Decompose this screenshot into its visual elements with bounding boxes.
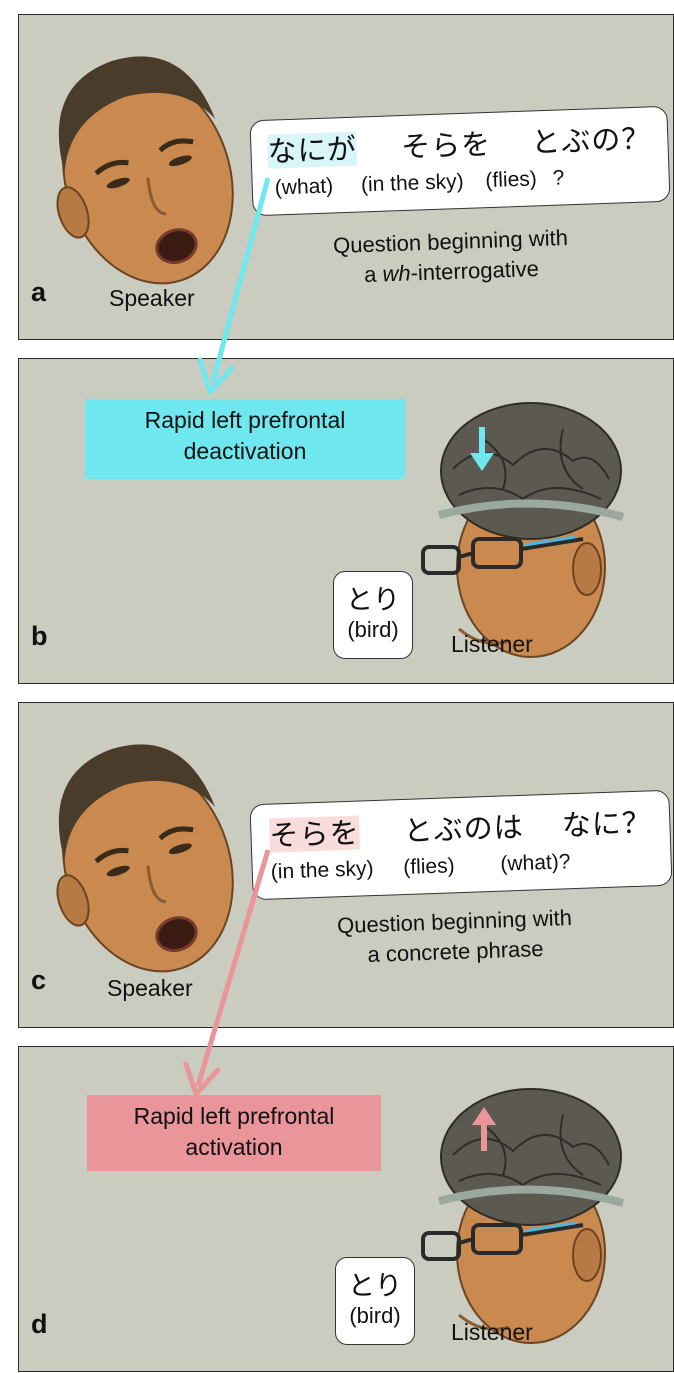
panel-label: a xyxy=(31,277,46,308)
question-english: (what) (in the sky) (flies) ? xyxy=(274,166,564,200)
gloss: (in the sky) xyxy=(270,857,373,884)
question-english: (in the sky) (flies) (what)? xyxy=(270,850,570,884)
gloss: ? xyxy=(552,166,564,189)
panel-a: a Speaker なにが そらを とぶの？ (what) (in the sk… xyxy=(18,14,674,340)
question-caption: Question beginning with a wh-interrogati… xyxy=(280,221,622,293)
speaker-head-icon xyxy=(27,717,257,987)
effect-line: Rapid left prefrontal xyxy=(87,1101,381,1132)
panel-b: Rapid left prefrontal deactivation とり (b… xyxy=(18,358,674,684)
panel-label: b xyxy=(31,621,48,652)
listener-head-icon xyxy=(413,399,643,669)
gloss: (flies) xyxy=(485,167,537,192)
gloss: (flies) xyxy=(403,854,455,879)
speaker-head-icon xyxy=(27,29,257,299)
question-bubble: なにが そらを とぶの？ (what) (in the sky) (flies)… xyxy=(249,106,670,217)
activation-box: Rapid left prefrontal activation xyxy=(87,1095,381,1171)
down-arrow-icon xyxy=(467,425,497,475)
listener-label: Listener xyxy=(451,631,533,658)
question-japanese: なにが そらを とぶの？ xyxy=(267,115,652,170)
panel-d: Rapid left prefrontal activation とり (bir… xyxy=(18,1046,674,1372)
listener-head-icon xyxy=(413,1085,643,1355)
answer-bubble: とり (bird) xyxy=(333,571,413,659)
concrete-phrase-japanese: そらを xyxy=(269,816,360,853)
verb-japanese: とぶのは xyxy=(403,810,524,848)
answer-bubble: とり (bird) xyxy=(335,1257,415,1345)
answer-japanese: とり xyxy=(334,578,412,617)
wh-word-japanese: なに？ xyxy=(561,805,652,842)
gloss: (what)? xyxy=(500,850,571,875)
answer-english: (bird) xyxy=(334,617,412,643)
phrase-japanese: そらを xyxy=(401,127,492,164)
panel-label: c xyxy=(31,965,46,996)
answer-english: (bird) xyxy=(336,1303,414,1329)
gloss: (what) xyxy=(274,174,333,199)
effect-line: Rapid left prefrontal xyxy=(85,405,405,436)
answer-japanese: とり xyxy=(336,1264,414,1303)
panel-label: d xyxy=(31,1309,48,1340)
verb-japanese: とぶの？ xyxy=(531,121,652,159)
up-arrow-icon xyxy=(469,1105,499,1155)
gloss: (in the sky) xyxy=(361,170,464,197)
panel-c: そらを とぶのは なに？ (in the sky) (flies) (what)… xyxy=(18,702,674,1028)
question-japanese: そらを とぶのは なに？ xyxy=(269,799,653,854)
speaker-label: Speaker xyxy=(107,975,193,1002)
deactivation-box: Rapid left prefrontal deactivation xyxy=(85,399,405,479)
wh-word-japanese: なにが xyxy=(267,132,358,169)
wh-emphasis: wh xyxy=(382,260,411,286)
speaker-label: Speaker xyxy=(109,285,195,312)
effect-line: deactivation xyxy=(85,436,405,467)
question-caption: Question beginning with a concrete phras… xyxy=(284,901,626,973)
listener-label: Listener xyxy=(451,1319,533,1346)
effect-line: activation xyxy=(87,1132,381,1163)
question-bubble: そらを とぶのは なに？ (in the sky) (flies) (what)… xyxy=(249,790,672,901)
